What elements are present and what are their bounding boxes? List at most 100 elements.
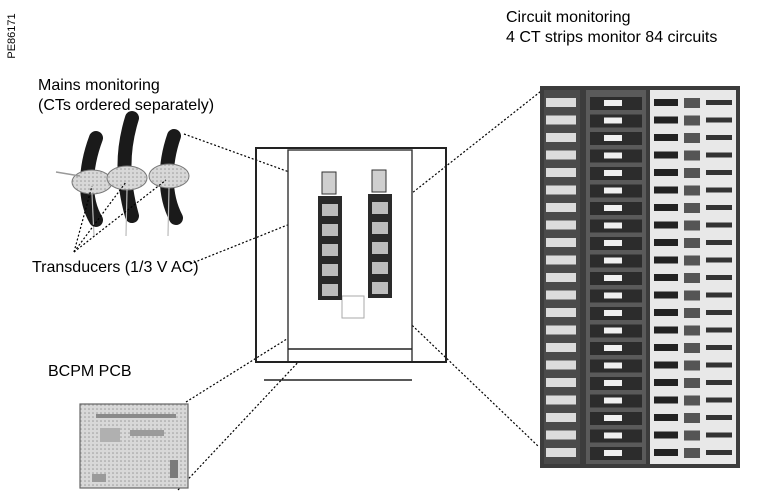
breaker-row-part bbox=[684, 448, 700, 458]
breaker-row-part bbox=[604, 118, 622, 124]
breaker-row-part bbox=[684, 168, 700, 178]
breaker-row-part bbox=[654, 309, 678, 316]
breaker-row-part bbox=[604, 450, 622, 456]
breaker-row-part bbox=[654, 99, 678, 106]
breaker-row-part bbox=[546, 431, 576, 440]
breaker-row-part bbox=[604, 223, 622, 229]
breaker-row-part bbox=[546, 168, 576, 177]
breaker-row-part bbox=[654, 169, 678, 176]
breaker-row-part bbox=[546, 413, 576, 422]
breaker-row-part bbox=[604, 328, 622, 334]
breaker-row-part bbox=[706, 135, 732, 140]
breaker-row-part bbox=[546, 221, 576, 230]
mains-ct-group bbox=[56, 118, 189, 236]
breaker-row-part bbox=[706, 363, 732, 368]
breaker-row-part bbox=[604, 100, 622, 106]
breaker-row-part bbox=[654, 397, 678, 404]
breaker-row-part bbox=[604, 258, 622, 264]
breaker-row-part bbox=[546, 396, 576, 405]
breaker-row-part bbox=[684, 308, 700, 318]
breaker-row-part bbox=[684, 151, 700, 161]
breaker-row-part bbox=[654, 414, 678, 421]
breaker-row-part bbox=[706, 118, 732, 123]
panel-enclosure bbox=[256, 148, 446, 380]
breaker-row-part bbox=[706, 153, 732, 158]
breaker-row-part bbox=[604, 310, 622, 316]
breaker-row-part bbox=[546, 98, 576, 107]
breaker-row-part bbox=[684, 396, 700, 406]
breaker-row-part bbox=[604, 135, 622, 141]
breaker-row-part bbox=[546, 116, 576, 125]
breaker-row-part bbox=[604, 380, 622, 386]
breaker-row-part bbox=[706, 380, 732, 385]
breaker-row-part bbox=[546, 186, 576, 195]
breaker-row-part bbox=[654, 449, 678, 456]
breaker-row-part bbox=[654, 204, 678, 211]
breaker-row-part bbox=[604, 433, 622, 439]
breaker-row-part bbox=[546, 291, 576, 300]
breaker-row-part bbox=[706, 275, 732, 280]
breaker-row-part bbox=[654, 432, 678, 439]
breaker-row-part bbox=[604, 363, 622, 369]
breaker-row-part bbox=[604, 293, 622, 299]
breaker-row-part bbox=[654, 344, 678, 351]
breaker-row-part bbox=[706, 310, 732, 315]
breaker-row-part bbox=[654, 292, 678, 299]
breaker-row-part bbox=[546, 238, 576, 247]
breaker-row-part bbox=[706, 205, 732, 210]
breaker-row-part bbox=[684, 291, 700, 301]
breaker-row-part bbox=[546, 326, 576, 335]
breaker-row-part bbox=[654, 379, 678, 386]
breaker-row-part bbox=[684, 133, 700, 143]
breaker-row-part bbox=[706, 100, 732, 105]
breaker-row-part bbox=[654, 222, 678, 229]
breaker-row-part bbox=[546, 448, 576, 457]
breaker-row-part bbox=[706, 170, 732, 175]
breaker-row-part bbox=[684, 431, 700, 441]
breaker-row-part bbox=[706, 328, 732, 333]
breaker-row-part bbox=[706, 433, 732, 438]
breaker-row-part bbox=[654, 257, 678, 264]
breaker-row-part bbox=[654, 327, 678, 334]
breaker-row-part bbox=[546, 256, 576, 265]
breaker-row-part bbox=[604, 398, 622, 404]
breaker-row-part bbox=[654, 152, 678, 159]
breaker-row-part bbox=[546, 151, 576, 160]
breaker-row-part bbox=[684, 256, 700, 266]
breaker-row-part bbox=[684, 413, 700, 423]
bcpm-pcb-board bbox=[80, 404, 188, 488]
breaker-row-part bbox=[706, 223, 732, 228]
breaker-row-part bbox=[706, 188, 732, 193]
breaker-row-part bbox=[654, 117, 678, 124]
breaker-row-part bbox=[604, 153, 622, 159]
circuit-panel-photo bbox=[540, 86, 740, 468]
breaker-row-part bbox=[706, 345, 732, 350]
breaker-row-part bbox=[684, 186, 700, 196]
breaker-row-part bbox=[706, 240, 732, 245]
breaker-row-part bbox=[654, 239, 678, 246]
breaker-row-part bbox=[546, 308, 576, 317]
breaker-row-part bbox=[604, 240, 622, 246]
breaker-row-part bbox=[684, 203, 700, 213]
breaker-row-part bbox=[654, 274, 678, 281]
breaker-row-part bbox=[706, 258, 732, 263]
breaker-row-part bbox=[546, 361, 576, 370]
breaker-row-part bbox=[706, 293, 732, 298]
breaker-row-part bbox=[684, 221, 700, 231]
breaker-row-part bbox=[654, 134, 678, 141]
breaker-row-part bbox=[604, 188, 622, 194]
breaker-row-part bbox=[604, 345, 622, 351]
breaker-row-part bbox=[684, 378, 700, 388]
breaker-row-part bbox=[684, 238, 700, 248]
breaker-row-part bbox=[654, 362, 678, 369]
breaker-row-part bbox=[684, 98, 700, 108]
breaker-row-part bbox=[604, 415, 622, 421]
breaker-row-part bbox=[684, 361, 700, 371]
breaker-row-part bbox=[684, 343, 700, 353]
breaker-row-part bbox=[684, 116, 700, 126]
breaker-row-part bbox=[546, 378, 576, 387]
breaker-row-part bbox=[546, 203, 576, 212]
breaker-row-part bbox=[706, 398, 732, 403]
breaker-row-part bbox=[604, 170, 622, 176]
